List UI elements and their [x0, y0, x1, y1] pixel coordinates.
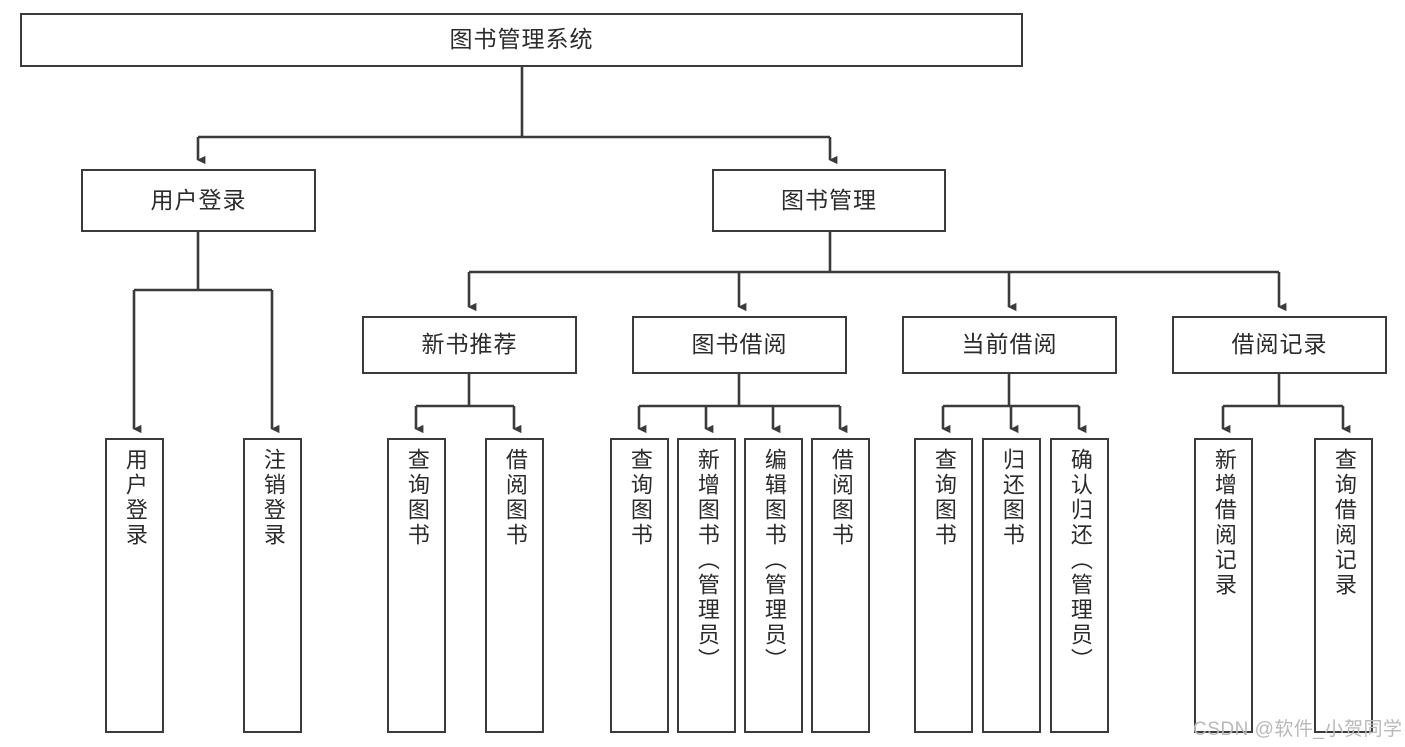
node-leaf-query-book-1[interactable]: 查询图书 [387, 438, 446, 733]
csdn-watermark: CSDN @软件_小贺同学 [1193, 719, 1403, 740]
node-leaf-confirm-return-admin[interactable]: 确认归还（管理员） [1050, 438, 1109, 733]
node-leaf-query-book-2-label: 查询图书 [627, 448, 653, 548]
node-leaf-user-login[interactable]: 用户登录 [105, 438, 164, 733]
node-leaf-borrow-book-1[interactable]: 借阅图书 [485, 438, 544, 733]
node-leaf-return-book[interactable]: 归还图书 [982, 438, 1041, 733]
node-borrow-record-label: 借阅记录 [1231, 331, 1328, 358]
node-root-label: 图书管理系统 [449, 26, 594, 53]
node-current-borrow-label: 当前借阅 [961, 331, 1058, 358]
node-leaf-query-book-2[interactable]: 查询图书 [610, 438, 669, 733]
node-leaf-logout-login[interactable]: 注销登录 [243, 438, 302, 733]
node-leaf-confirm-return-admin-label: 确认归还（管理员） [1067, 448, 1093, 673]
node-book-borrow-label: 图书借阅 [691, 331, 788, 358]
node-leaf-add-borrow-record-label: 新增借阅记录 [1211, 448, 1237, 598]
node-user-login-label: 用户登录 [150, 186, 247, 213]
node-leaf-add-borrow-record[interactable]: 新增借阅记录 [1194, 438, 1253, 733]
node-leaf-query-book-3[interactable]: 查询图书 [914, 438, 973, 733]
node-borrow-record[interactable]: 借阅记录 [1172, 316, 1387, 374]
node-leaf-borrow-book-2[interactable]: 借阅图书 [811, 438, 870, 733]
node-user-login[interactable]: 用户登录 [81, 169, 316, 232]
node-root[interactable]: 图书管理系统 [20, 13, 1023, 67]
node-leaf-edit-book-admin[interactable]: 编辑图书（管理员） [744, 438, 803, 733]
node-leaf-borrow-book-2-label: 借阅图书 [828, 448, 854, 548]
node-book-borrow[interactable]: 图书借阅 [632, 316, 847, 374]
node-leaf-query-book-1-label: 查询图书 [404, 448, 430, 548]
node-leaf-query-book-3-label: 查询图书 [931, 448, 957, 548]
node-leaf-query-borrow-record[interactable]: 查询借阅记录 [1314, 438, 1373, 733]
node-book-manage-label: 图书管理 [781, 186, 877, 213]
node-leaf-add-book-admin-label: 新增图书（管理员） [694, 448, 720, 673]
node-leaf-user-login-label: 用户登录 [122, 448, 148, 548]
node-leaf-return-book-label: 归还图书 [999, 448, 1025, 548]
node-new-book-recommend-label: 新书推荐 [421, 331, 518, 358]
node-current-borrow[interactable]: 当前借阅 [902, 316, 1117, 374]
node-leaf-logout-login-label: 注销登录 [260, 448, 286, 548]
node-new-book-recommend[interactable]: 新书推荐 [362, 316, 577, 374]
node-leaf-edit-book-admin-label: 编辑图书（管理员） [761, 448, 787, 673]
node-leaf-borrow-book-1-label: 借阅图书 [502, 448, 528, 548]
node-leaf-add-book-admin[interactable]: 新增图书（管理员） [677, 438, 736, 733]
node-leaf-query-borrow-record-label: 查询借阅记录 [1331, 448, 1357, 598]
node-book-manage[interactable]: 图书管理 [712, 169, 946, 232]
